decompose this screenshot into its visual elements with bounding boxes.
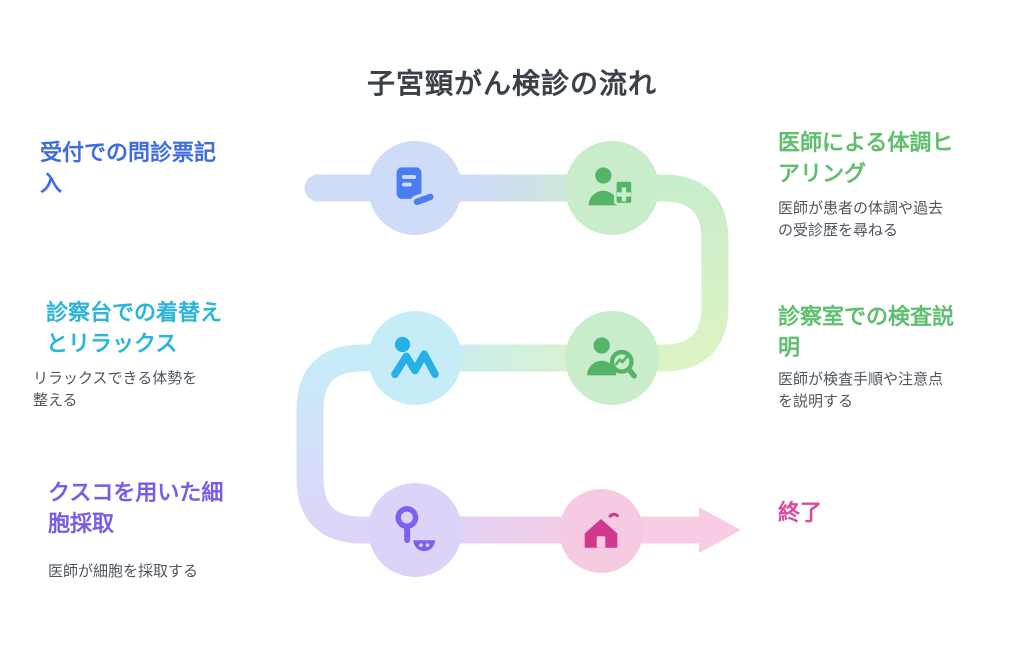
step-label-hearing: 医師による体調ヒ アリング — [778, 131, 954, 187]
step-label-sampling: クスコを用いた細 胞採取 — [48, 481, 224, 537]
step-desc-sampling: 医師が細胞を採取する — [48, 562, 199, 580]
arrow-head — [699, 507, 741, 553]
pipe-elbow-left — [296, 344, 415, 544]
step-label-explanation: 診察室での検査説 明 — [778, 305, 955, 361]
doctor-magnifier-icon — [587, 337, 637, 379]
step-label-relax: 診察台での着替え とリラックス — [46, 301, 223, 357]
node-reception — [368, 141, 462, 235]
node-explanation — [565, 311, 659, 405]
node-end — [559, 489, 643, 573]
doctor-clipboard-icon — [588, 167, 634, 206]
step-label-end: 終了 — [778, 501, 823, 526]
relaxing-person-icon — [391, 336, 439, 379]
node-relax — [368, 311, 462, 405]
step-desc-explanation: 医師が検査手順や注意点 を説明する — [778, 370, 944, 410]
pipe-elbow-right — [612, 174, 729, 372]
node-hearing — [565, 141, 659, 235]
step-label-reception: 受付での問診票記 入 — [40, 141, 217, 197]
form-pen-icon — [396, 167, 437, 209]
node-sampling — [368, 483, 462, 577]
speculum-icon — [395, 506, 436, 552]
step-desc-hearing: 医師が患者の体調や過去 の受診歴を尋ねる — [778, 199, 944, 239]
house-icon — [584, 512, 619, 548]
page-title: 子宮頸がん検診の流れ — [366, 67, 657, 100]
step-desc-relax: リラックスできる体勢を 整える — [33, 369, 198, 409]
